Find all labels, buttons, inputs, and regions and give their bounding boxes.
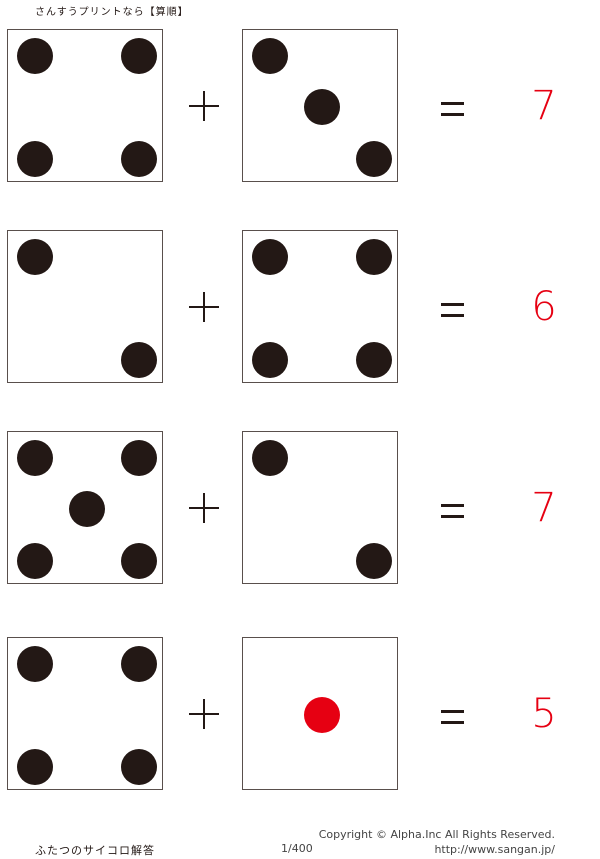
pip [17, 239, 53, 275]
pip [121, 38, 157, 74]
equals-sign-icon [441, 710, 464, 724]
answer-value: 6 [531, 284, 557, 330]
equals-sign-icon [441, 303, 464, 317]
worksheet-title: ふたつのサイコロ解答 [35, 844, 155, 857]
pip [356, 141, 392, 177]
die-right-three [242, 29, 398, 182]
pip [121, 543, 157, 579]
pip [356, 239, 392, 275]
copyright-notice: Copyright © Alpha.Inc All Rights Reserve… [318, 828, 555, 841]
pip [304, 89, 340, 125]
problem-row-4: 5 [0, 637, 600, 793]
die-left-five [7, 431, 163, 584]
pip [121, 646, 157, 682]
pip [69, 491, 105, 527]
pip [252, 440, 288, 476]
plus-sign-icon [189, 493, 219, 523]
header-title: さんすうプリントなら【算順】 [35, 7, 189, 18]
pip [356, 543, 392, 579]
plus-sign-icon [189, 292, 219, 322]
pip [17, 141, 53, 177]
die-left-four [7, 29, 163, 182]
pip [121, 141, 157, 177]
pip [252, 342, 288, 378]
answer-value: 7 [531, 83, 557, 129]
pip [121, 342, 157, 378]
site-url: http://www.sangan.jp/ [434, 843, 555, 856]
equals-sign-icon [441, 102, 464, 116]
pip [17, 543, 53, 579]
die-left-two [7, 230, 163, 383]
pip-red [304, 697, 340, 733]
pip [121, 440, 157, 476]
pip [356, 342, 392, 378]
die-right-one [242, 637, 398, 790]
die-left-four [7, 637, 163, 790]
plus-sign-icon [189, 699, 219, 729]
pip [17, 646, 53, 682]
answer-value: 5 [531, 691, 557, 737]
pip [121, 749, 157, 785]
die-right-two [242, 431, 398, 584]
problem-row-3: 7 [0, 431, 600, 587]
problem-row-2: 6 [0, 230, 600, 386]
die-right-four [242, 230, 398, 383]
pip [252, 239, 288, 275]
pip [17, 749, 53, 785]
answer-value: 7 [531, 485, 557, 531]
equals-sign-icon [441, 504, 464, 518]
pip [17, 38, 53, 74]
page-number: 1/400 [281, 842, 313, 855]
pip [17, 440, 53, 476]
problem-row-1: 7 [0, 29, 600, 185]
pip [252, 38, 288, 74]
plus-sign-icon [189, 91, 219, 121]
